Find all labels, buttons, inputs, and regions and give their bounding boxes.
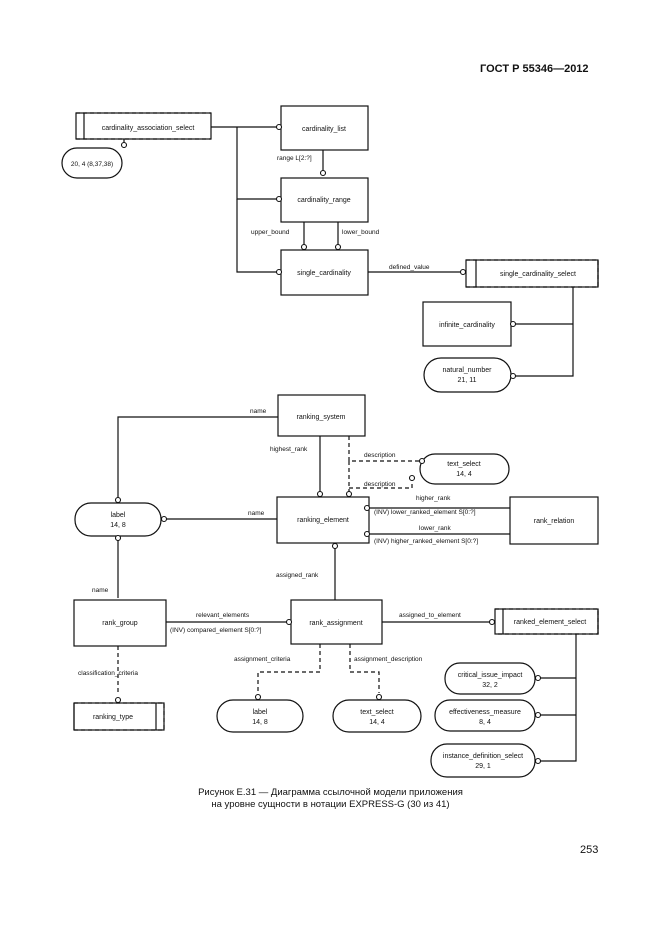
ref-name: label xyxy=(111,512,126,519)
standard-header: ГОСТ Р 55346—2012 xyxy=(480,63,589,75)
entity-label: single_cardinality_select xyxy=(500,271,576,278)
ref-effectiveness-measure[interactable]: effectiveness_measure 8, 4 xyxy=(434,699,536,732)
entity-rank-group[interactable]: rank_group xyxy=(73,599,167,647)
rel-lower-rank: lower_rank xyxy=(419,525,452,532)
entity-cardinality-list[interactable]: cardinality_list xyxy=(280,105,369,151)
entity-label: cardinality_association_select xyxy=(102,125,195,132)
rel-classification-criteria: classification_criteria xyxy=(78,670,138,677)
ref-label-1[interactable]: label 14, 8 xyxy=(74,502,162,537)
rel-name-group: name xyxy=(92,587,109,594)
ref-page: 14, 8 xyxy=(252,719,268,726)
relation-labels: range L[2:?] upper_bound lower_bound def… xyxy=(78,155,478,677)
entity-rank-relation[interactable]: rank_relation xyxy=(509,496,599,545)
ref-name: label xyxy=(253,709,268,716)
ref-instance-definition-select[interactable]: instance_definition_select 29, 1 xyxy=(430,743,536,778)
rel-name-element: name xyxy=(248,510,265,517)
entity-label: ranking_system xyxy=(296,414,345,421)
ref-critical-issue-impact[interactable]: critical_issue_impact 32, 2 xyxy=(444,662,536,695)
entity-cardinality-range[interactable]: cardinality_range xyxy=(280,177,369,223)
connector-lines xyxy=(117,126,577,762)
entity-label: infinite_cardinality xyxy=(439,322,495,329)
rel-description-element: description xyxy=(364,481,396,488)
rel-inv-compared: (INV) compared_element S[0:?] xyxy=(170,627,262,634)
rel-highest-rank: highest_rank xyxy=(270,446,308,453)
ref-20-4[interactable]: 20, 4 (8,37,38) xyxy=(61,147,123,179)
figure-caption-line-2: на уровне сущности в нотации EXPRESS-G (… xyxy=(211,799,450,810)
rel-assigned-rank: assigned_rank xyxy=(276,572,319,579)
ref-page: 32, 2 xyxy=(482,682,498,689)
entity-label: rank_group xyxy=(102,620,138,627)
entity-single-cardinality[interactable]: single_cardinality xyxy=(280,249,369,296)
ref-page: 8, 4 xyxy=(479,719,491,726)
rel-inv-lower-ranked: (INV) lower_ranked_element S[0:?] xyxy=(374,509,476,516)
figure-caption-line-1: Рисунок Е.31 — Диаграмма ссылочной модел… xyxy=(198,787,463,798)
entity-label: single_cardinality xyxy=(297,270,351,277)
ref-text-select-2[interactable]: text_select 14, 4 xyxy=(332,699,422,733)
entity-label: rank_assignment xyxy=(309,620,362,627)
entity-cardinality-association-select[interactable]: cardinality_association_select xyxy=(75,112,212,140)
ref-name: instance_definition_select xyxy=(443,753,523,760)
ref-page: 14, 8 xyxy=(110,522,126,529)
ref-label-2[interactable]: label 14, 8 xyxy=(216,699,304,733)
rel-higher-rank: higher_rank xyxy=(416,495,451,502)
rel-name-system: name xyxy=(250,408,267,415)
ref-name: text_select xyxy=(447,461,481,468)
entity-label: ranked_element_select xyxy=(514,619,586,626)
ref-text-select-1[interactable]: text_select 14, 4 xyxy=(419,453,510,485)
rel-assignment-description: assignment_description xyxy=(354,656,423,663)
relation-end-circles xyxy=(114,123,542,765)
ref-page: 21, 11 xyxy=(458,377,477,384)
ref-name: critical_issue_impact xyxy=(458,672,523,679)
entity-single-cardinality-select[interactable]: single_cardinality_select xyxy=(465,259,599,288)
rel-lower-bound: lower_bound xyxy=(342,229,380,236)
rel-assigned-to-element: assigned_to_element xyxy=(399,612,461,619)
entity-ranking-system[interactable]: ranking_system xyxy=(277,394,366,437)
rel-relevant-elements: relevant_elements xyxy=(196,612,250,619)
rel-defined-value: defined_value xyxy=(389,264,430,271)
entity-label: ranking_type xyxy=(93,714,133,721)
rel-upper-bound: upper_bound xyxy=(251,229,290,236)
rel-description-system: description xyxy=(364,452,396,459)
entity-label: rank_relation xyxy=(534,518,575,525)
entity-infinite-cardinality[interactable]: infinite_cardinality xyxy=(422,301,512,347)
ref-natural-number[interactable]: natural_number 21, 11 xyxy=(423,357,512,393)
rel-range: range L[2:?] xyxy=(277,155,312,162)
ref-page: 14, 4 xyxy=(456,471,472,478)
ref-name: effectiveness_measure xyxy=(449,709,521,716)
dashed-connectors xyxy=(117,436,420,695)
ref-name: text_select xyxy=(360,709,394,716)
entity-label: cardinality_range xyxy=(297,197,350,204)
rel-assignment-criteria: assignment_criteria xyxy=(234,656,291,663)
entity-label: cardinality_list xyxy=(302,126,346,133)
entity-rank-assignment[interactable]: rank_assignment xyxy=(290,599,383,645)
ref-page: 29, 1 xyxy=(475,763,491,770)
entity-ranking-type[interactable]: ranking_type xyxy=(73,702,165,731)
entity-label: ranking_element xyxy=(297,517,349,524)
entity-ranked-element-select[interactable]: ranked_element_select xyxy=(494,608,599,635)
rel-inv-higher-ranked: (INV) higher_ranked_element S[0:?] xyxy=(374,538,478,545)
ref-label: 20, 4 (8,37,38) xyxy=(71,161,113,168)
entity-ranking-element[interactable]: ranking_element xyxy=(276,496,370,544)
ref-name: natural_number xyxy=(442,367,492,374)
page-number: 253 xyxy=(580,844,599,856)
ref-page: 14, 4 xyxy=(369,719,385,726)
